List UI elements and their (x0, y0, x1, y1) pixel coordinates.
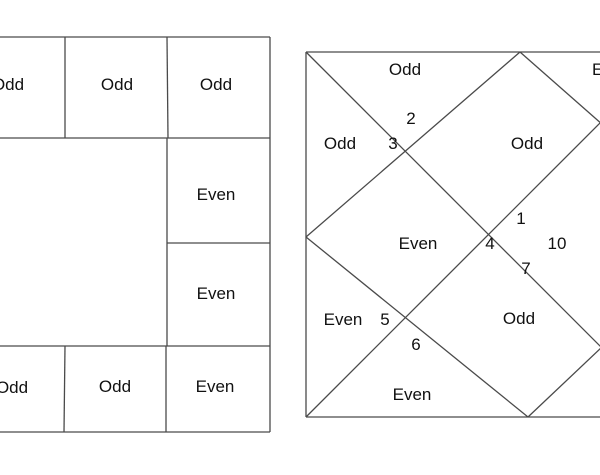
south-top-3-label: Odd (200, 75, 232, 94)
north-number-2: 2 (406, 109, 415, 128)
north-chart: Odd E Odd Odd Even Even Odd Even 2 3 1 4… (305, 51, 600, 418)
south-top-2-label: Odd (101, 75, 133, 94)
north-diamond-edge-2 (305, 236, 529, 418)
north-number-10: 10 (548, 234, 567, 253)
north-center-bottom-label: Odd (503, 309, 535, 328)
north-center-left-label: Even (399, 234, 438, 253)
north-number-1: 1 (516, 209, 525, 228)
north-number-6: 6 (411, 335, 420, 354)
south-right-2-label: Even (197, 284, 236, 303)
south-bottom-3-label: Even (196, 377, 235, 396)
north-diagonal-anti (305, 122, 600, 418)
south-bottom-2-label: Odd (99, 377, 131, 396)
north-bottom-left-label: Even (393, 385, 432, 404)
north-number-4: 4 (485, 234, 494, 253)
north-left-upper-label: Odd (324, 134, 356, 153)
north-number-5: 5 (380, 310, 389, 329)
north-diamond-edge-1 (305, 51, 521, 238)
north-top-right-label: E (592, 60, 600, 79)
south-bottom-1-label: Odd (0, 378, 28, 397)
north-center-top-label: Odd (511, 134, 543, 153)
north-number-7: 7 (521, 259, 530, 278)
south-top-1-label: Odd (0, 75, 24, 94)
north-number-3: 3 (388, 134, 397, 153)
north-left-lower-label: Even (324, 310, 363, 329)
north-top-left-label: Odd (389, 60, 421, 79)
north-diamond-edge-3 (519, 51, 600, 124)
south-top-divider-2 (166, 36, 169, 139)
south-chart: Odd Odd Odd Even Even Odd Odd Even (0, 36, 271, 433)
south-bottom-divider-1 (63, 345, 66, 433)
north-diamond-edge-4 (527, 348, 600, 418)
south-right-1-label: Even (197, 185, 236, 204)
